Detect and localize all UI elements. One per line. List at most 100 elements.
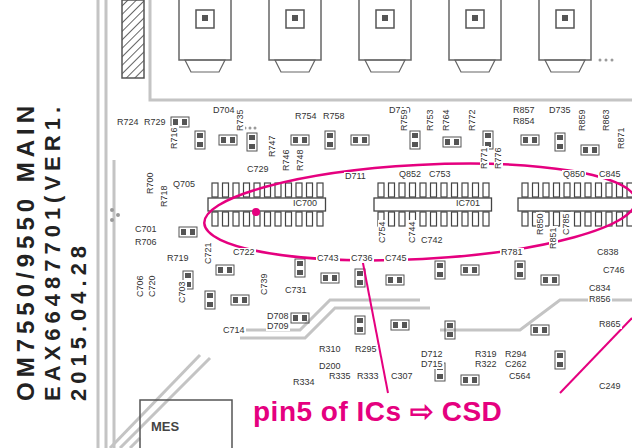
component-ref: R856 [588, 295, 612, 304]
chip-component [445, 321, 455, 339]
ic-pin [378, 183, 384, 197]
component-ref: C754 [378, 220, 387, 244]
chip-component [391, 320, 409, 330]
ic-pin [307, 183, 313, 197]
component-ref: R716 [170, 126, 179, 150]
chip-component [325, 131, 335, 149]
ic-pin [554, 212, 560, 226]
component-ref: R854 [512, 117, 536, 126]
chip-component [351, 135, 369, 145]
component-ref: R857 [512, 106, 536, 115]
transistor-symbol [562, 15, 568, 21]
ic-pin [286, 183, 292, 197]
chip-component [216, 265, 234, 275]
ic-pin [606, 183, 612, 197]
ic-pin [596, 183, 602, 197]
ic-pin [462, 212, 468, 226]
transistor-symbol [556, 10, 574, 28]
chip-component [435, 261, 445, 279]
chip-component [291, 313, 309, 323]
transistor-symbol [376, 10, 394, 28]
component-ref: R865 [598, 320, 622, 329]
component-ref: C746 [602, 266, 626, 275]
chip-component [355, 269, 365, 287]
ic-pin [410, 183, 416, 197]
component-ref: D200 [318, 362, 342, 371]
component-ref: C743 [316, 254, 340, 263]
transistor-symbol [472, 15, 478, 21]
chip-component [386, 275, 404, 285]
component-ref: C307 [390, 372, 414, 381]
component-ref: C721 [204, 241, 213, 265]
transistor-symbol [365, 60, 405, 72]
ic-pin [596, 212, 602, 226]
ic-pin [462, 183, 468, 197]
component-ref: R759 [400, 108, 409, 132]
ic-pin [522, 183, 528, 197]
component-ref: R729 [143, 118, 167, 127]
transistor-symbol [196, 10, 214, 28]
component-ref: C701 [134, 225, 158, 234]
transistor-symbol [179, 0, 231, 60]
ic-pin [286, 212, 292, 226]
transistor-symbol [449, 0, 501, 60]
ic-pin [399, 183, 405, 197]
component-ref: R781 [500, 248, 524, 257]
component-ref: R719 [166, 254, 190, 263]
chip-component [247, 133, 257, 151]
component-ref: R319 [474, 350, 498, 359]
component-ref: C736 [350, 254, 374, 263]
board-title: OM7550/9550 MAIN [14, 100, 38, 402]
ic-pin [441, 183, 447, 197]
component-ref: R772 [468, 108, 477, 132]
ic-ref: IC700 [292, 199, 318, 208]
ic-pin [585, 183, 591, 197]
component-ref: D712 [420, 350, 444, 359]
component-ref: C742 [420, 236, 444, 245]
chip-component [355, 316, 365, 334]
ic-pin [233, 212, 239, 226]
ic-pin [518, 198, 632, 211]
component-ref: Q852 [398, 170, 422, 179]
component-ref: C753 [428, 170, 452, 179]
component-ref: R322 [474, 360, 498, 369]
chip-component [179, 227, 197, 237]
component-ref: R333 [356, 372, 380, 381]
chip-component [541, 275, 559, 285]
ic-pin [452, 212, 458, 226]
component-ref: C744 [408, 220, 417, 244]
chip-component [219, 135, 237, 145]
ic-pin [223, 212, 229, 226]
ic-pin [473, 212, 479, 226]
transistor-symbol [292, 15, 298, 21]
component-ref: R850 [536, 212, 545, 236]
component-ref: R871 [617, 126, 626, 150]
ic-pin [420, 183, 426, 197]
component-ref: R746 [282, 148, 291, 172]
component-ref: R748 [296, 148, 305, 172]
component-ref: R700 [146, 171, 155, 195]
ic-pin [564, 183, 570, 197]
ic-pin [275, 212, 281, 226]
component-ref: R776 [494, 146, 503, 170]
component-ref: R859 [578, 108, 587, 132]
component-ref: C731 [284, 286, 308, 295]
chip-component [555, 351, 565, 369]
chip-component [291, 135, 309, 145]
transistor-symbol [269, 0, 321, 60]
component-ref: C838 [596, 248, 620, 257]
component-ref: C785 [562, 212, 571, 236]
vias [110, 59, 614, 223]
component-ref: D711 [344, 172, 367, 181]
ic-pin [389, 183, 395, 197]
component-ref: R758 [322, 112, 346, 121]
transistor-symbol [202, 15, 208, 21]
hatched-pad [122, 0, 144, 78]
chip-component [531, 325, 549, 335]
chip-component [321, 273, 339, 283]
transistor-symbol [286, 10, 304, 28]
ic-pin [575, 212, 581, 226]
transistor-symbol [359, 0, 411, 60]
chip-component [461, 265, 479, 275]
